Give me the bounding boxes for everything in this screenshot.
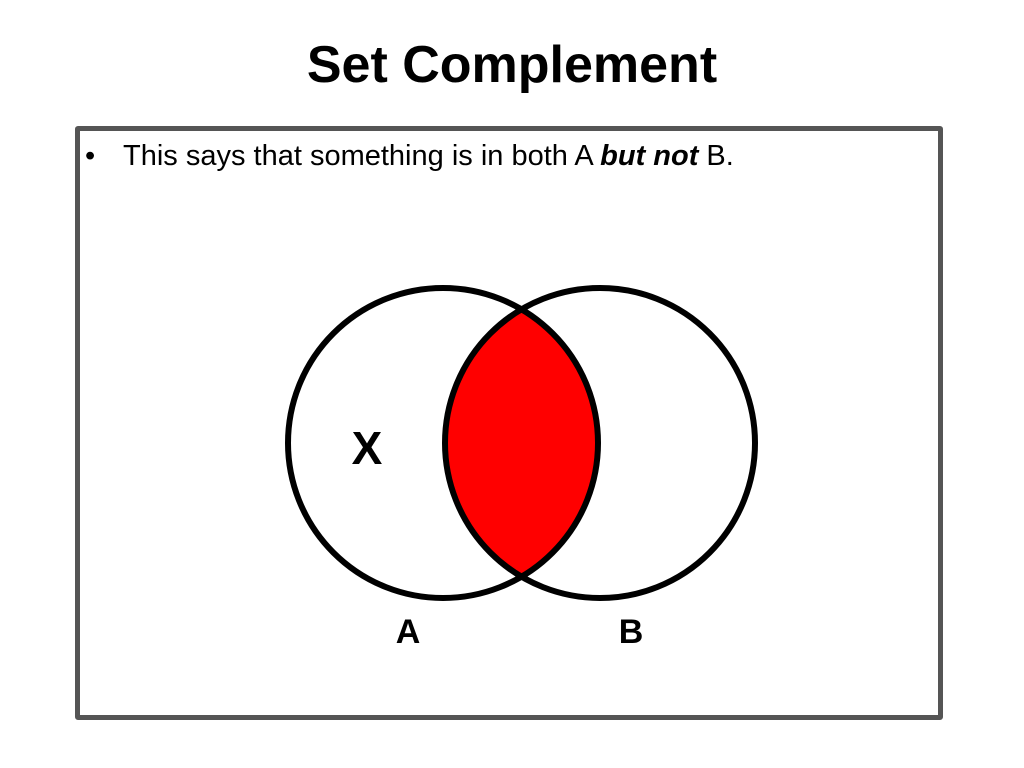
set-b-circle	[442, 285, 758, 601]
bullet-emphasis: but not	[600, 140, 699, 172]
slide-title: Set Complement	[306, 36, 718, 94]
element-marker-x: X	[352, 422, 383, 474]
set-b-label: B	[619, 613, 644, 651]
bullet-text-after: B.	[698, 140, 734, 172]
set-a-label: A	[396, 613, 421, 651]
intersection-region	[445, 288, 598, 598]
bullet-item: • This says that something is in both A b…	[85, 138, 734, 174]
set-a-circle	[285, 285, 601, 601]
bullet-marker: •	[85, 140, 96, 172]
bullet-text-before: This says that something is in both A	[123, 140, 601, 172]
content-frame	[75, 126, 943, 720]
